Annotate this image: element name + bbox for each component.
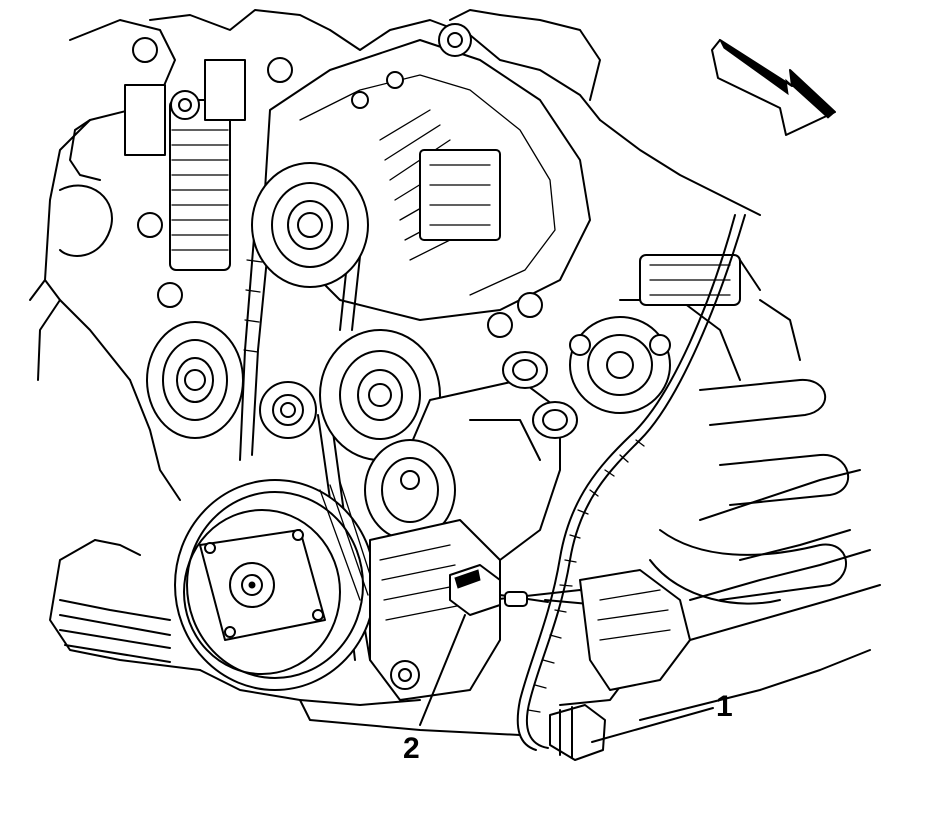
callout-1-label: 1 — [716, 690, 733, 723]
ac-compressor-pulley — [174, 479, 376, 691]
connector-2 — [449, 564, 549, 616]
idler-pulley-left — [146, 321, 244, 439]
callout-1-leader — [591, 707, 714, 743]
belt-tensioner-spring — [124, 37, 246, 308]
tensioner-pulley — [319, 329, 441, 461]
idler-pulley-upper — [251, 162, 369, 288]
coolant-pipes — [619, 254, 850, 605]
ac-compressor-body — [369, 519, 641, 706]
water-pump-pulley — [502, 254, 741, 439]
tensioner-hub — [259, 381, 317, 439]
power-steering-pump — [364, 379, 561, 561]
sensor-connector-1 — [549, 569, 691, 761]
arrow-forward-icon — [711, 38, 836, 136]
wiring-harness — [516, 214, 746, 751]
engine-block — [29, 9, 881, 736]
callout-2-leader — [419, 614, 466, 726]
callout-2-label: 2 — [403, 732, 420, 765]
